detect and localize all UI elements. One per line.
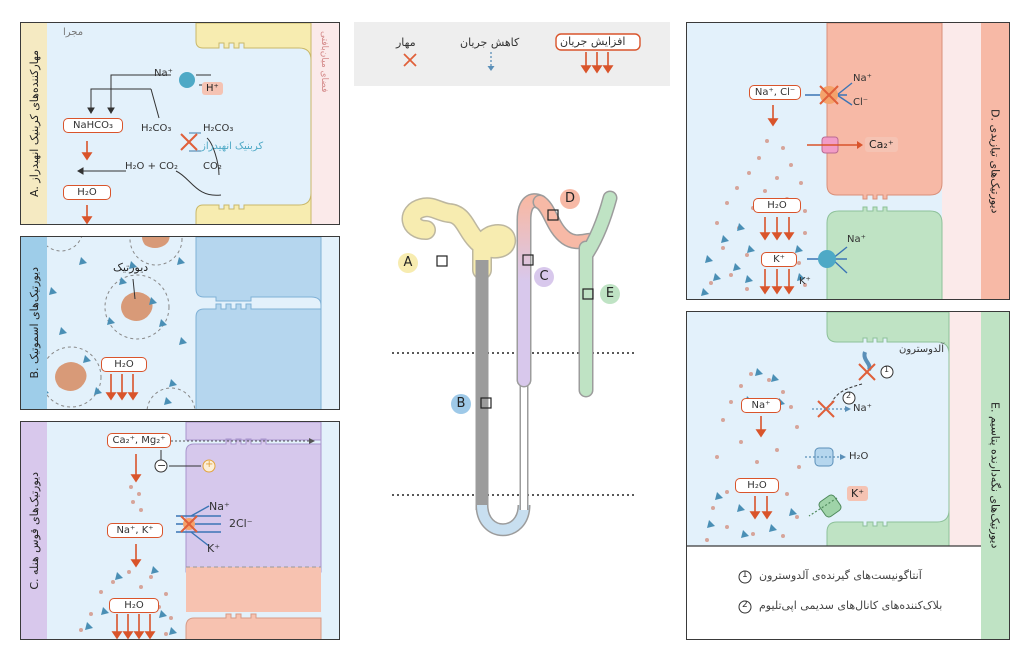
nahco3-box: NaHCO₃	[63, 118, 123, 133]
nephron-letter-b: B	[451, 394, 471, 414]
panel-d-letter: D.	[988, 108, 1002, 121]
nephron-letter-a: A	[398, 253, 418, 273]
cl-label: Cl⁻	[853, 97, 869, 108]
panel-a-sidebar: A. مهارکننده‌های کربنیک انهیدراز	[21, 23, 47, 224]
square-c	[522, 254, 534, 266]
square-e	[582, 288, 594, 300]
cl-label: 2Cl⁻	[229, 517, 253, 530]
k-label: K⁺	[847, 486, 869, 501]
sample-squares	[436, 209, 594, 409]
aldosterone-label: آلدوسترون	[899, 344, 944, 355]
loop-bottom	[477, 504, 529, 535]
square-a	[436, 255, 448, 267]
panel-e-letter: E.	[988, 402, 1002, 413]
nephron-letter-c: C	[534, 267, 554, 287]
panel-b-sidebar: B. دیورتیک‌های اسموتیک	[21, 237, 47, 409]
panel-a-title: مهارکننده‌های کربنیک انهیدراز	[27, 50, 41, 183]
inhibit-minus-sign: −	[157, 459, 167, 472]
h2o-co2-label: H₂O + CO₂	[125, 161, 178, 172]
carbonic-anhydrase-label: کربنیک انهیدراز	[201, 141, 264, 152]
h2o-box: H₂O	[101, 357, 147, 372]
diuretic-label: دیورتیک	[113, 261, 149, 274]
h2o-channel-label: H₂O	[849, 451, 869, 462]
h2o-box: H₂O	[753, 198, 801, 213]
panel-c-graphics	[47, 422, 339, 639]
k-label: K⁺	[207, 542, 221, 555]
panel-a-carbonic-anhydrase: A. مهارکننده‌های کربنیک انهیدراز مجرا فض…	[20, 22, 340, 225]
panel-e-sidebar: E. دیورتیک‌های نگه‌دارنده پتاسیم	[981, 312, 1009, 639]
interstitium-label: فضای میان‌بافتی	[319, 31, 329, 93]
ncc-inhibitor-cross	[819, 85, 839, 105]
nkcc-transporter	[176, 505, 221, 547]
h2o-box: H₂O	[109, 598, 159, 613]
romk-channel	[818, 494, 842, 518]
co2-label: CO₂	[203, 161, 222, 172]
square-b	[480, 397, 492, 409]
na-pump-label: Na⁺	[847, 234, 866, 245]
panel-d-graphics	[687, 23, 983, 299]
panel-a-letter: A.	[27, 186, 41, 197]
h2o-box: H₂O	[735, 478, 779, 493]
na-label: Na⁺	[853, 73, 872, 84]
panel-e-graphics	[687, 312, 983, 639]
lumen-label: مجرا	[63, 27, 84, 38]
ca-mg-box: Ca₂⁺, Mg₂⁺	[107, 433, 171, 448]
legend-inhibitor-label: مهار	[396, 36, 416, 49]
legend-marker-2: 2	[742, 600, 748, 610]
h2co3-cell-label: H₂CO₃	[203, 123, 234, 134]
panel-b-title: دیورتیک‌های اسموتیک	[27, 267, 41, 365]
na-k-pump	[818, 250, 836, 268]
panel-c-sidebar: C. دیورتیک‌های قوس هنله	[21, 422, 47, 639]
note-enac-blockers: بلاک‌کننده‌های کانال‌های سدیمی اپی‌تلیوم	[759, 599, 943, 612]
increase-flow-arrows	[580, 52, 614, 74]
panel-c-letter: C.	[27, 578, 41, 590]
legend: افزایش جریان کاهش جریان مهار	[354, 22, 670, 86]
inhibitor-cross-icon	[403, 53, 417, 67]
k-pump-label: K⁺	[799, 276, 811, 287]
legend-graphics	[403, 33, 641, 74]
panel-b-graphics	[39, 237, 339, 409]
panel-d-thiazide: D. دیورتیک‌های تیازیدی Na⁺, Cl⁻ Na⁺ Cl⁻ …	[686, 22, 1010, 300]
na-channel-label: Na⁺	[853, 403, 872, 414]
na-k-box: Na⁺, K⁺	[107, 523, 163, 538]
carbonic-anhydrase-inhibitor-cross	[180, 133, 198, 151]
aldosterone-inhibitor-cross	[858, 363, 876, 381]
note-aldosterone-antagonists: آنتاگونیست‌های گیرنده‌ی آلدوسترون	[759, 569, 922, 582]
nephron-letter-d: D	[560, 189, 580, 209]
panel-e-potassium-sparing: E. دیورتیک‌های نگه‌دارنده پتاسیم آلدوستر…	[686, 311, 1010, 640]
legend-marker-1: 1	[742, 570, 748, 580]
ca-label: Ca₂⁺	[865, 137, 898, 152]
h-ion-label: H⁺	[202, 82, 223, 95]
na-label: Na⁺	[209, 500, 230, 513]
marker-1: 1	[884, 365, 890, 374]
h2o-box: H₂O	[63, 185, 111, 200]
panel-b-letter: B.	[27, 367, 41, 379]
activate-plus-sign: +	[205, 459, 214, 470]
na-label: Na⁺	[154, 68, 173, 79]
na-cl-box: Na⁺, Cl⁻	[749, 85, 801, 100]
marker-2: 2	[846, 391, 852, 400]
panel-d-sidebar: D. دیورتیک‌های تیازیدی	[981, 23, 1009, 299]
diuretic-molecules	[55, 237, 170, 391]
collecting-duct	[580, 192, 616, 396]
exchanger-circle	[179, 72, 195, 88]
nephron-diagram: A B C D E	[354, 90, 670, 560]
panel-b-osmotic: B. دیورتیک‌های اسموتیک دیورتیک H₂O	[20, 236, 340, 410]
panel-d-title: دیورتیک‌های تیازیدی	[988, 124, 1002, 214]
panel-c-loop: C. دیورتیک‌های قوس هنله Ca₂⁺, Mg₂⁺ − + N…	[20, 421, 340, 640]
h2co3-lumen-label: H₂CO₃	[141, 123, 172, 134]
nephron-letter-e: E	[600, 284, 620, 304]
nephron-svg	[392, 190, 636, 537]
k-box: K⁺	[761, 252, 797, 267]
legend-decrease-label: کاهش جریان	[460, 36, 520, 49]
na-box: Na⁺	[741, 398, 781, 413]
proximal-tubule	[403, 198, 515, 279]
legend-increase-label: افزایش جریان	[560, 35, 626, 48]
panel-e-title: دیورتیک‌های نگه‌دارنده پتاسیم	[988, 416, 1002, 549]
panel-c-title: دیورتیک‌های قوس هنله	[27, 471, 41, 575]
square-d	[547, 209, 559, 221]
decrease-flow-arrow	[487, 52, 495, 71]
nkcc-inhibitor-cross	[180, 515, 198, 533]
